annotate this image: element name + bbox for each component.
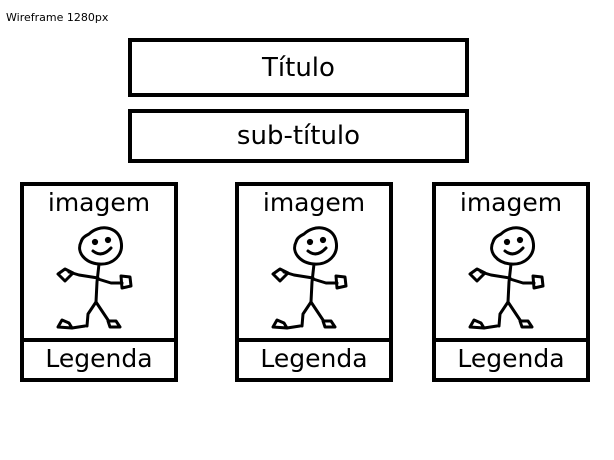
subtitle-box: sub-título: [128, 109, 469, 163]
image-card-1: imagem Legenda: [20, 182, 178, 382]
wireframe-caption: Wireframe 1280px: [6, 11, 109, 24]
card-image-label: imagem: [47, 188, 151, 217]
card-image-label: imagem: [459, 188, 563, 217]
title-box: Título: [128, 38, 469, 97]
card-divider: [436, 338, 586, 342]
stick-figure-icon: [271, 226, 348, 330]
image-card-2: imagem Legenda: [235, 182, 393, 382]
stick-figure-icon: [56, 226, 133, 330]
stick-figure-icon: [468, 226, 545, 330]
card-image-label: imagem: [262, 188, 366, 217]
card-divider: [24, 338, 174, 342]
card-divider: [239, 338, 389, 342]
card-legend: Legenda: [457, 344, 565, 373]
card-legend: Legenda: [45, 344, 153, 373]
page-title: Título: [262, 52, 335, 83]
image-card-3: imagem Legenda: [432, 182, 590, 382]
card-legend: Legenda: [260, 344, 368, 373]
page-subtitle: sub-título: [236, 121, 361, 151]
